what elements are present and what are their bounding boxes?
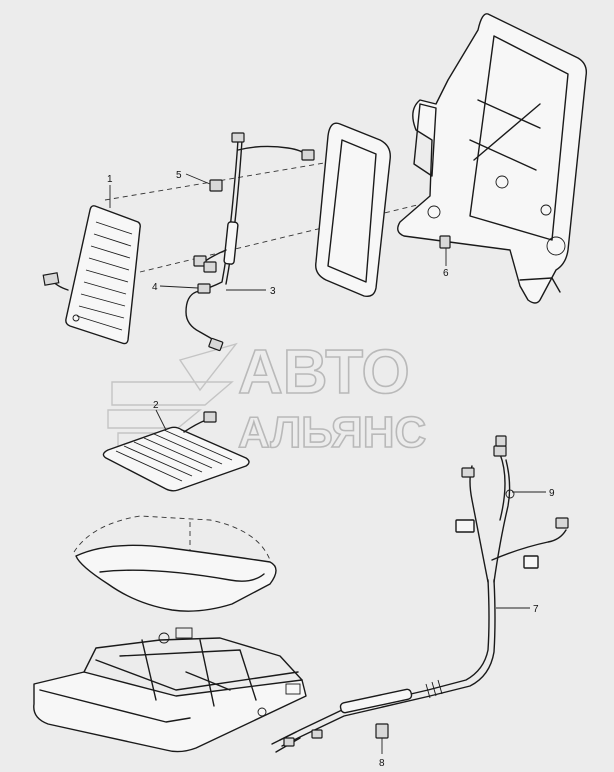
part-3-backrest-wiring xyxy=(185,132,315,352)
part-2-seat-heater-pad xyxy=(102,411,250,492)
callout-4: 4 xyxy=(152,282,158,293)
callout-5: 5 xyxy=(176,170,182,181)
callout-8: 8 xyxy=(379,758,385,769)
backrest-cushion xyxy=(315,122,391,298)
seat-cushion xyxy=(73,515,277,612)
watermark-line1: АВТО xyxy=(238,338,410,407)
backrest-frame xyxy=(397,13,588,304)
part-9-branch-harness xyxy=(455,435,569,583)
watermark-line2: АЛЬЯНС xyxy=(238,408,426,457)
seat-frame xyxy=(33,627,307,753)
callout-3: 3 xyxy=(270,286,276,297)
callout-9: 9 xyxy=(549,488,555,499)
callout-7: 7 xyxy=(533,604,539,615)
callout-2: 2 xyxy=(153,400,159,411)
callout-1: 1 xyxy=(107,174,113,185)
part-7-main-harness xyxy=(271,579,496,753)
part-5-connector xyxy=(209,179,223,192)
part-1-backrest-heater-pad xyxy=(42,205,141,345)
watermark: АВТО АЛЬЯНС xyxy=(107,337,427,458)
part-8-connector xyxy=(375,723,389,739)
callouts: 1 2 3 4 5 6 7 8 9 xyxy=(107,170,555,769)
part-6-bracket xyxy=(439,235,451,249)
callout-6: 6 xyxy=(443,268,449,279)
